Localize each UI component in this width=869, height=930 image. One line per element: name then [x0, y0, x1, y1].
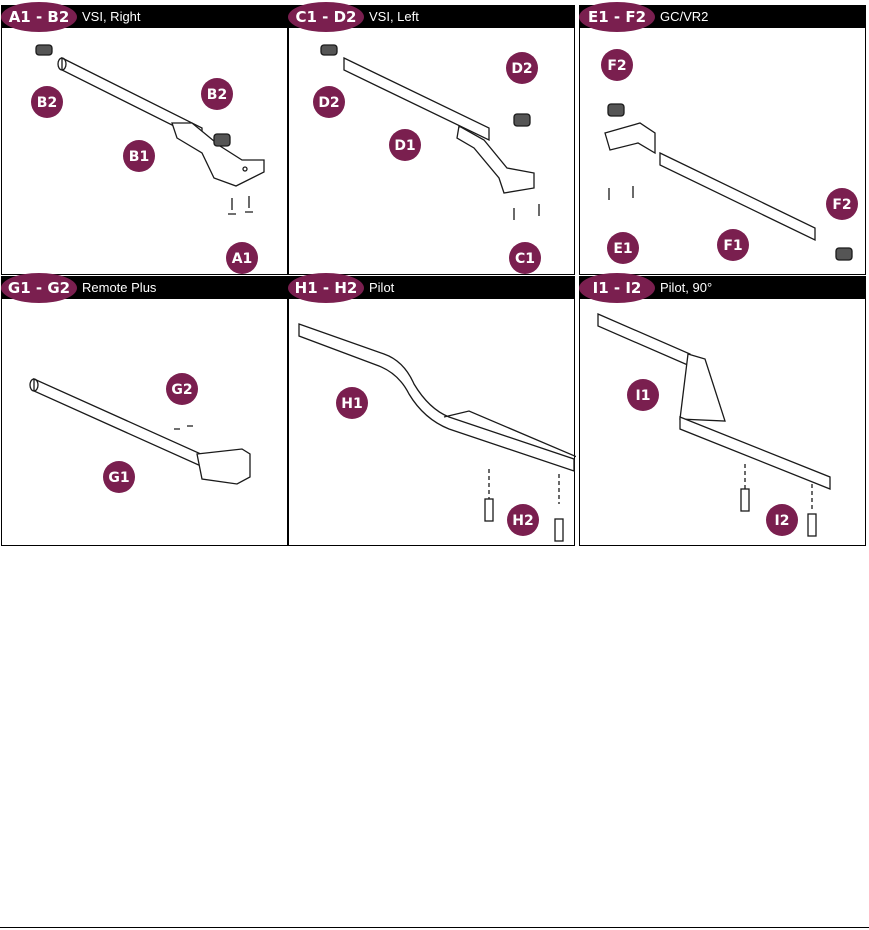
tube-assembly-illustration: F2 F2 E1 F1 [601, 49, 858, 264]
svg-text:F2: F2 [607, 58, 626, 74]
tube-assembly-illustration: D2 D2 D1 C1 [313, 44, 541, 274]
panel-i1-i2: I1 - I2 Pilot, 90° I1 I2 [579, 273, 866, 546]
panel-range-badge: E1 - F2 [579, 2, 655, 32]
panel-title: Pilot [369, 280, 395, 295]
svg-text:B2: B2 [207, 87, 227, 103]
callout-f2-top: F2 [601, 49, 633, 81]
svg-text:F1: F1 [723, 238, 742, 254]
tube-assembly-illustration: G2 G1 [29, 373, 251, 493]
callout-h2: H2 [507, 504, 539, 536]
svg-text:F2: F2 [832, 197, 851, 213]
panel-c1-d2: C1 - D2 VSI, Left D2 D2 D1 [288, 2, 575, 275]
svg-text:E1: E1 [613, 241, 632, 257]
callout-c1: C1 [509, 242, 541, 274]
callout-b1: B1 [123, 140, 155, 172]
tube-assembly-illustration: B2 B2 B1 A1 [31, 44, 265, 274]
svg-text:G1: G1 [108, 470, 129, 486]
svg-text:I2: I2 [775, 513, 790, 529]
panel-range-badge: A1 - B2 [1, 2, 77, 32]
svg-text:D2: D2 [318, 95, 339, 111]
callout-d2-top: D2 [313, 86, 345, 118]
panel-range-badge: I1 - I2 [579, 273, 655, 303]
callout-f2-bottom: F2 [826, 188, 858, 220]
panel-range-badge: C1 - D2 [288, 2, 364, 32]
callout-g1: G1 [103, 461, 135, 493]
panel-title: VSI, Right [82, 9, 141, 24]
panel-title: Pilot, 90° [660, 280, 713, 295]
svg-text:D1: D1 [394, 138, 415, 154]
callout-b2-top: B2 [31, 86, 63, 118]
panel-title: GC/VR2 [660, 9, 709, 24]
panel-title: Remote Plus [82, 280, 157, 295]
parts-diagram-grid: A1 - B2 VSI, Right B2 B2 [0, 2, 866, 547]
panel-e1-f2: E1 - F2 GC/VR2 F2 F2 E1 [579, 2, 866, 275]
panel-g1-g2: G1 - G2 Remote Plus G2 G1 [1, 273, 288, 546]
svg-text:H1: H1 [341, 396, 362, 412]
callout-d1: D1 [389, 129, 421, 161]
svg-text:C1: C1 [515, 251, 535, 267]
callout-i2: I2 [766, 504, 798, 536]
callout-a1: A1 [226, 242, 258, 274]
svg-text:D2: D2 [511, 61, 532, 77]
tube-assembly-illustration: H1 H2 [298, 323, 576, 542]
panel-range-badge: H1 - H2 [288, 273, 364, 303]
callout-g2: G2 [166, 373, 198, 405]
svg-text:G2: G2 [171, 382, 192, 398]
callout-i1: I1 [627, 379, 659, 411]
panel-h1-h2: H1 - H2 Pilot H1 H2 [288, 273, 576, 546]
svg-text:B2: B2 [37, 95, 57, 111]
page-footer-rule [0, 927, 869, 928]
callout-e1: E1 [607, 232, 639, 264]
panel-range-badge: G1 - G2 [1, 273, 77, 303]
panel-a1-b2: A1 - B2 VSI, Right B2 B2 [1, 2, 288, 275]
callout-b2-right: B2 [201, 78, 233, 110]
callout-f1: F1 [717, 229, 749, 261]
svg-text:B1: B1 [129, 149, 149, 165]
tube-assembly-illustration: I1 I2 [597, 313, 831, 537]
callout-h1: H1 [336, 387, 368, 419]
callout-d2-right: D2 [506, 52, 538, 84]
panel-title: VSI, Left [369, 9, 419, 24]
svg-text:I1: I1 [636, 388, 651, 404]
svg-text:H2: H2 [512, 513, 533, 529]
svg-text:A1: A1 [232, 251, 253, 267]
